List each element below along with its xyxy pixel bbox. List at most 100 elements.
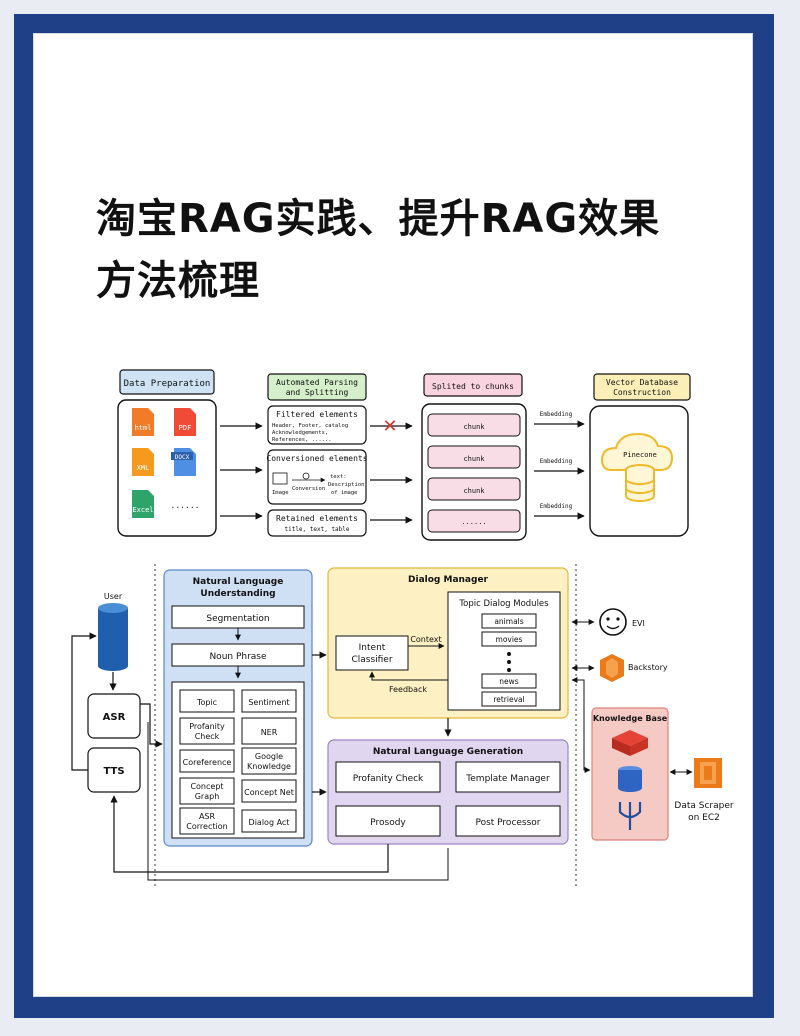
svg-text:Concept: Concept: [190, 782, 223, 791]
svg-text:DOCX: DOCX: [175, 454, 190, 461]
conversion-elements-box: Conversioned elements Image Conversion t…: [266, 449, 368, 505]
user-database-icon: [98, 603, 128, 671]
title-line-2: 方法梳理: [96, 258, 260, 304]
svg-text:Image: Image: [272, 490, 289, 496]
svg-text:Natural Language: Natural Language: [193, 577, 284, 587]
chunks-box: chunk chunk chunk ......: [421, 403, 527, 541]
svg-text:Filtered elements: Filtered elements: [276, 410, 358, 419]
svg-text:TTS: TTS: [103, 766, 124, 777]
noun-phrase-box: Noun Phrase: [209, 652, 267, 662]
svg-text:Conversioned elements: Conversioned elements: [266, 454, 367, 463]
coreference-box: Coreference: [183, 758, 232, 767]
svg-text:chunk: chunk: [463, 487, 485, 495]
svg-text:Header, Footer, catalog: Header, Footer, catalog: [272, 423, 348, 429]
post-processor-box: Post Processor: [475, 818, 540, 828]
svg-text:ASR: ASR: [199, 812, 216, 821]
excel-file-icon: Excel: [132, 490, 154, 518]
embedding-arrow: Embedding: [534, 411, 585, 428]
svg-text:Embedding: Embedding: [540, 503, 573, 510]
stage-data-preparation: Data Preparation: [119, 369, 215, 395]
dialog-manager-panel: Dialog Manager Intent Classifier Context…: [327, 567, 569, 719]
data-preparation-label: Data Preparation: [124, 379, 211, 389]
ec2-icon: [694, 758, 722, 788]
chunk-item: chunk: [427, 445, 521, 469]
svg-text:Natural Language Generation: Natural Language Generation: [373, 747, 523, 757]
title-line-1: 淘宝RAG实践、提升RAG效果: [96, 196, 661, 242]
xml-file-icon: XML: [132, 448, 154, 476]
database-icon: [625, 464, 655, 502]
backstory-label: Backstory: [628, 663, 668, 672]
svg-text:PDF: PDF: [179, 424, 192, 432]
ner-box: NER: [261, 728, 278, 737]
docx-file-icon: DOCX: [171, 448, 196, 476]
svg-text:chunk: chunk: [463, 455, 485, 463]
retained-elements-box: Retained elements title, text, table: [267, 509, 367, 537]
chunk-item: ......: [427, 509, 521, 533]
concept-net-box: Concept Net: [244, 788, 294, 797]
evi-label: EVI: [632, 619, 645, 628]
svg-text:Acknowledgements,: Acknowledgements,: [272, 430, 328, 436]
redis-icon: [612, 730, 648, 756]
svg-text:Classifier: Classifier: [351, 655, 392, 665]
html-file-icon: html: [132, 408, 154, 436]
svg-text:Embedding: Embedding: [540, 411, 573, 418]
segmentation-box: Segmentation: [206, 614, 269, 624]
scraper-label-1: Data Scraper: [674, 801, 733, 811]
asr-box: ASR: [87, 693, 141, 739]
svg-text:html: html: [135, 424, 152, 432]
topic-modules-title: Topic Dialog Modules: [458, 599, 549, 609]
stage-vector-db: Vector Database Construction: [593, 373, 691, 401]
svg-text:Dialog Manager: Dialog Manager: [408, 575, 489, 585]
chunk-item: chunk: [427, 477, 521, 501]
intent-classifier: Intent: [359, 643, 386, 653]
svg-text:chunk: chunk: [463, 423, 485, 431]
chunks-label: Splited to chunks: [432, 382, 514, 391]
parsing-label-1: Automated Parsing: [276, 378, 358, 387]
data-files-box: html PDF XML DOCX Excel ......: [117, 399, 217, 537]
reject-x-icon: ✕: [382, 416, 397, 437]
svg-text:of image: of image: [331, 490, 358, 496]
asr-to-nlu-arrow: [140, 703, 163, 748]
scraper-label-2: on EC2: [688, 813, 720, 823]
nlu-panel: Natural Language Understanding Segmentat…: [163, 569, 313, 847]
svg-text:......: ......: [461, 518, 486, 526]
svg-text:Check: Check: [195, 732, 220, 741]
topic-box: Topic: [196, 698, 217, 707]
page-title: 淘宝RAG实践、提升RAG效果 方法梳理: [96, 188, 716, 312]
user-label: User: [104, 592, 123, 601]
svg-text:title, text, table: title, text, table: [284, 526, 349, 533]
filtered-elements-box: Filtered elements Header, Footer, catalo…: [267, 405, 367, 445]
sentiment-box: Sentiment: [248, 698, 289, 707]
nlg-to-tts-arrow: [110, 795, 389, 873]
svg-text:Retained elements: Retained elements: [276, 514, 358, 523]
loop-line: [147, 722, 449, 881]
parsing-label-2: and Splitting: [286, 388, 349, 397]
tts-to-user-arrow: [71, 632, 97, 771]
svg-text:Correction: Correction: [186, 822, 227, 831]
trident-icon: [618, 802, 642, 830]
embedding-arrow: Embedding: [534, 458, 585, 475]
svg-text:Knowledge Base: Knowledge Base: [593, 714, 668, 723]
svg-text:Graph: Graph: [195, 792, 220, 801]
dynamodb-icon: [618, 766, 642, 792]
chunk-item: chunk: [427, 413, 521, 437]
vector-label-2: Construction: [613, 388, 671, 397]
svg-text:Embedding: Embedding: [540, 458, 573, 465]
svg-text:Feedback: Feedback: [389, 685, 427, 694]
stage-chunks: Splited to chunks: [423, 373, 523, 397]
svg-text:text:: text:: [330, 474, 347, 480]
svg-text:ASR: ASR: [103, 712, 126, 723]
prosody-box: Prosody: [370, 818, 406, 828]
module-item: retrieval: [493, 695, 524, 704]
module-item: news: [499, 677, 519, 686]
svg-text:Profanity: Profanity: [189, 722, 225, 731]
dialog-act-box: Dialog Act: [249, 818, 290, 827]
stage-parsing: Automated Parsing and Splitting: [267, 373, 367, 401]
svg-text:Google: Google: [255, 752, 283, 761]
svg-text:Conversion: Conversion: [292, 486, 325, 492]
more-files-label: ......: [171, 501, 200, 510]
vector-label-1: Vector Database: [606, 378, 678, 387]
svg-text:Excel: Excel: [132, 506, 153, 514]
template-manager-box: Template Manager: [465, 774, 550, 784]
